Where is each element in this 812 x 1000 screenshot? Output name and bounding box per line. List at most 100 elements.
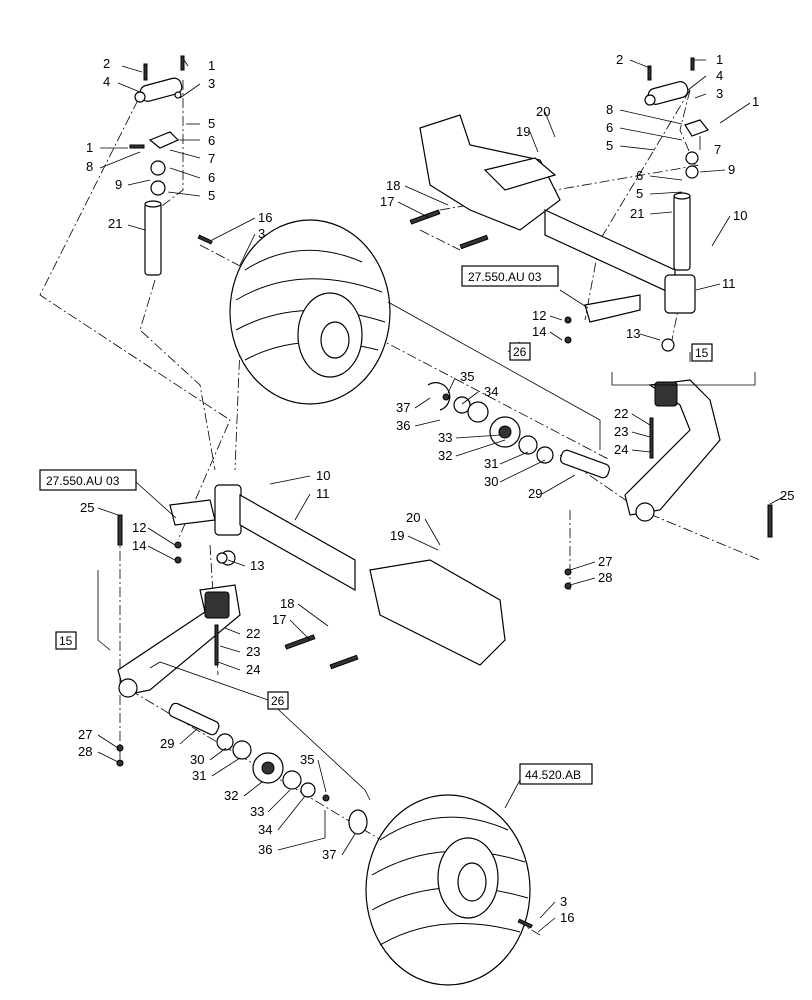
bolt [690,57,695,71]
callout: 28 [78,744,92,759]
callout: 30 [484,474,498,489]
mount-plate [584,294,641,323]
callout: 30 [190,752,204,767]
callout: 25 [80,500,94,515]
callout: 14 [132,538,146,553]
callout: 4 [103,74,110,89]
bolt [143,63,148,81]
callout: 13 [250,558,264,573]
callout: 5 [636,186,643,201]
callout: 23 [246,644,260,659]
callout: 27 [598,554,612,569]
callout: 10 [733,208,747,223]
upper-hub-assembly [427,382,611,479]
callout: 12 [532,308,546,323]
lower-tire [365,794,531,986]
callout: 27 [78,727,92,742]
callout: 25 [780,488,794,503]
callout: 17 [272,612,286,627]
callout: 34 [258,822,272,837]
callout: 17 [380,194,394,209]
callout: 3 [716,86,723,101]
callout: 6 [636,168,643,183]
callout: 22 [614,406,628,421]
bolt [647,65,652,81]
group-box-15-lower [55,631,77,650]
callout: 6 [208,170,215,185]
group-label-26-lower: 26 [271,694,285,708]
reference-wheel: 44.520.AB [525,768,581,782]
pin-end [673,192,691,200]
washer [150,160,166,176]
reference-lower: 27.550.AU 03 [46,474,120,488]
callout: 7 [714,142,721,157]
washer [174,91,182,99]
leader-lines [97,59,786,933]
pivot-housing [664,274,696,314]
group-box-26-upper [509,342,531,361]
lower-hub-assembly [168,702,368,835]
callout: 23 [614,424,628,439]
washer [685,165,699,179]
callout: 3 [258,226,265,241]
callout: 11 [722,276,736,291]
upper-left-cylinder-group [129,55,185,276]
callout: 24 [614,442,628,457]
small-hardware [116,234,773,929]
callout: 36 [258,842,272,857]
bolt [180,55,185,71]
bracket [684,119,709,137]
callout: 3 [560,894,567,909]
callout: 8 [86,159,93,174]
callout: 2 [616,52,623,67]
callout: 28 [598,570,612,585]
callout: 12 [132,520,146,535]
callout: 9 [728,162,735,177]
callout: 21 [108,216,122,231]
group-box-15-upper [691,343,713,362]
upper-frame [409,114,696,323]
lower-frame [169,484,506,670]
pin [129,144,145,149]
callout: 33 [438,430,452,445]
callout: 7 [208,151,215,166]
callout: 18 [280,596,294,611]
reference-box-upper [461,265,559,287]
callout: 20 [536,104,550,119]
callout: 2 [103,56,110,71]
pivot-pin [144,202,162,276]
callout: 8 [606,102,613,117]
callout: 34 [484,384,498,399]
callout: 13 [626,326,640,341]
callout: 19 [516,124,530,139]
callout: 6 [208,133,215,148]
callout: 1 [752,94,759,109]
callout: 19 [390,528,404,543]
group-box-26-lower [267,691,289,710]
group-labels: 26 15 15 26 27.550.AU 03 27.550.AU 03 44… [39,265,713,785]
callout: 6 [606,120,613,135]
upper-right-cylinder-group [644,57,709,271]
callout: 18 [386,178,400,193]
pivot-pin [673,194,691,271]
callout: 37 [396,400,410,415]
washer [685,151,699,165]
cylinder-eye [134,91,146,103]
hydraulic-cylinder [139,77,183,102]
callout: 9 [115,177,122,192]
callout: 29 [160,736,174,751]
callout: 1 [86,140,93,155]
callout: 35 [460,369,474,384]
upper-tire [229,219,391,405]
left-spindle-arm [117,584,241,698]
arm-beam [239,493,356,592]
callout: 21 [630,206,644,221]
washer [150,180,166,196]
cylinder-eye [644,94,656,106]
callout: 22 [246,626,260,641]
callout: 1 [208,58,215,73]
right-spindle-arm [624,379,721,522]
wheel-hub [320,321,350,359]
callout: 5 [208,116,215,131]
